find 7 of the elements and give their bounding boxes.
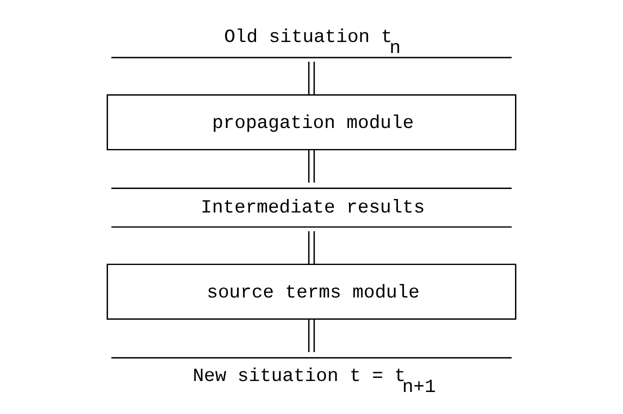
- connector: [308, 62, 315, 95]
- node-text: Intermediate results: [200, 196, 425, 219]
- node-box: source terms module: [106, 264, 516, 320]
- connector: [308, 320, 315, 352]
- node-box: propagation module: [106, 94, 516, 150]
- connector: [308, 150, 315, 183]
- connector: [308, 231, 315, 264]
